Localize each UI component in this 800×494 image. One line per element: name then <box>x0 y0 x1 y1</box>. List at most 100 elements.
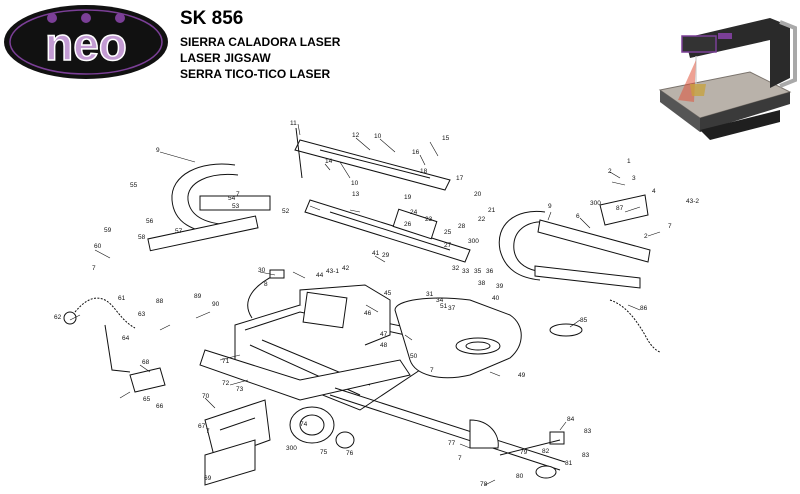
logo-text: neo <box>45 18 127 70</box>
work-table <box>394 297 522 379</box>
callout-7e: 7 <box>458 455 462 462</box>
callout-49: 49 <box>518 372 526 379</box>
callout-71: 71 <box>222 358 230 365</box>
callout-47: 47 <box>380 331 388 338</box>
callout-84: 84 <box>567 416 575 423</box>
callout-20: 20 <box>474 191 482 198</box>
callout-9: 9 <box>548 203 552 210</box>
callout-7b: 7 <box>92 265 96 272</box>
callout-52: 52 <box>282 208 290 215</box>
callout-69: 69 <box>204 475 212 482</box>
callout-19: 19 <box>404 194 412 201</box>
leader-lines <box>69 123 661 486</box>
callout-64: 64 <box>122 335 130 342</box>
callout-83: 83 <box>584 428 592 435</box>
left-c-frame <box>147 163 271 252</box>
callout-78: 78 <box>480 481 488 488</box>
callout-89: 89 <box>194 293 202 300</box>
callout-26: 26 <box>404 221 412 228</box>
callout-43-2: 43-2 <box>686 198 699 205</box>
logo-ellipse <box>4 5 168 79</box>
callout-23: 23 <box>425 216 433 223</box>
callout-17: 17 <box>456 175 464 182</box>
callout-75: 75 <box>320 449 328 456</box>
callout-8: 8 <box>264 281 268 288</box>
callout-9b: 9 <box>156 147 160 154</box>
callout-57: 57 <box>175 228 183 235</box>
callout-43-1: 43-1 <box>326 268 339 275</box>
callout-77: 77 <box>448 440 456 447</box>
callout-80: 80 <box>516 473 524 480</box>
callout-34: 34 <box>436 297 444 304</box>
callout-76: 76 <box>346 450 354 457</box>
callout-18: 18 <box>420 168 428 175</box>
callout-11: 11 <box>290 120 297 127</box>
neo-logo: neo <box>4 5 168 79</box>
callout-24: 24 <box>410 209 418 216</box>
callout-85: 85 <box>580 317 588 324</box>
callout-7d: 7 <box>206 428 210 435</box>
callout-55: 55 <box>130 182 138 189</box>
callout-15: 15 <box>442 135 450 142</box>
flex-hoses <box>63 297 661 353</box>
callout-12: 12 <box>352 132 360 139</box>
callout-36: 36 <box>486 268 494 275</box>
callout-50: 50 <box>410 353 418 360</box>
callout-59: 59 <box>104 227 112 234</box>
callout-83b: 83 <box>582 452 590 459</box>
callout-16: 16 <box>412 149 420 156</box>
callout-3: 3 <box>632 175 636 182</box>
tension-lever <box>104 324 166 393</box>
callout-1: 1 <box>627 158 631 165</box>
callout-79: 79 <box>520 449 528 456</box>
subtitle-pt: SERRA TICO-TICO LASER <box>180 67 331 81</box>
callout-27: 27 <box>444 242 452 249</box>
callout-74: 74 <box>300 421 308 428</box>
callout-86: 86 <box>640 305 648 312</box>
upper-arm-rear <box>294 127 451 191</box>
product-photo <box>658 18 797 140</box>
callout-35: 35 <box>474 268 482 275</box>
callout-45: 45 <box>384 290 392 297</box>
model-number: SK 856 <box>180 8 244 29</box>
callout-labels: 1 2 3 4 2 7 6 9 9 11 12 10 15 16 14 13 1… <box>54 120 699 488</box>
callout-87: 87 <box>616 205 624 212</box>
right-c-frame <box>498 194 651 289</box>
callout-7f: 7 <box>236 191 240 198</box>
motor <box>289 406 355 449</box>
callout-2: 2 <box>608 168 612 175</box>
blade-guard <box>204 399 271 486</box>
callout-6: 6 <box>576 213 580 220</box>
callout-10: 10 <box>374 133 382 140</box>
callout-29: 29 <box>382 252 390 259</box>
callout-7: 7 <box>668 223 672 230</box>
callout-14: 14 <box>325 158 333 165</box>
callout-66: 66 <box>156 403 164 410</box>
callout-300b: 300 <box>590 200 601 207</box>
callout-38: 38 <box>478 280 486 287</box>
callout-30: 30 <box>258 267 266 274</box>
callout-63: 63 <box>138 311 146 318</box>
callout-58: 58 <box>138 234 146 241</box>
callout-25: 25 <box>444 229 452 236</box>
upper-arm-front <box>304 199 471 263</box>
callout-46: 46 <box>364 310 372 317</box>
callout-70: 70 <box>202 393 210 400</box>
callout-300c: 300 <box>286 445 297 452</box>
callout-300: 300 <box>468 238 479 245</box>
callout-82: 82 <box>542 448 550 455</box>
callout-44: 44 <box>316 272 324 279</box>
callout-67: 67 <box>198 423 206 430</box>
callout-41: 41 <box>372 250 380 257</box>
callout-61: 61 <box>118 295 126 302</box>
callout-2b: 2 <box>644 233 648 240</box>
title-block: SK 856 SIERRA CALADORA LASER LASER JIGSA… <box>180 8 340 82</box>
callout-88: 88 <box>156 298 164 305</box>
callout-73: 73 <box>236 386 244 393</box>
callout-53: 53 <box>232 203 240 210</box>
lower-rail <box>329 387 566 471</box>
callout-54: 54 <box>228 195 236 202</box>
callout-32: 32 <box>452 265 460 272</box>
base-housing <box>199 284 421 411</box>
callout-68: 68 <box>142 359 150 366</box>
